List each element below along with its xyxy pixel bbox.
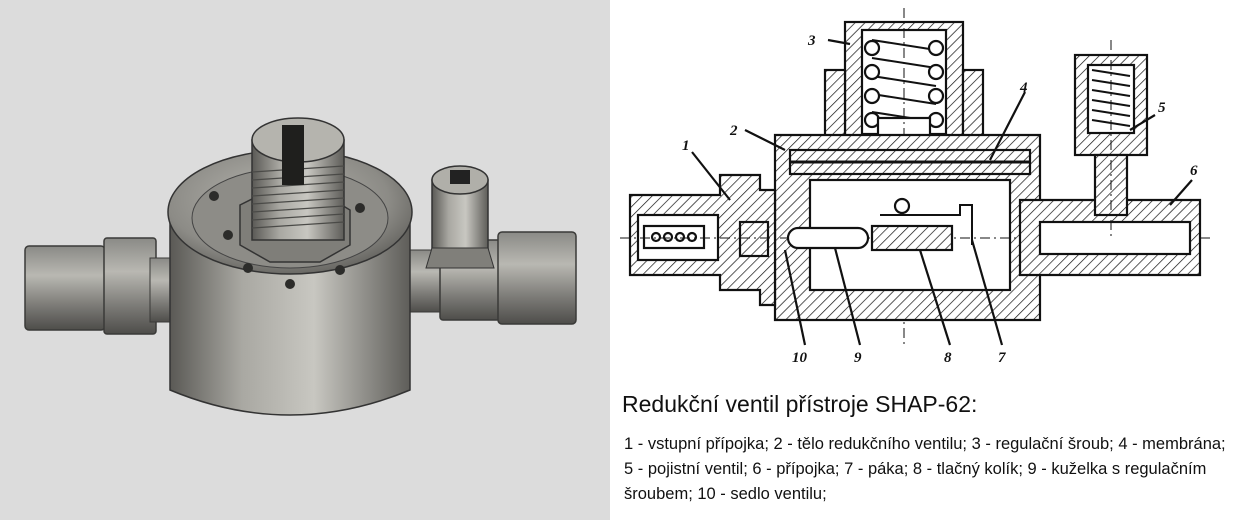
- valve-photo-drawing: [24, 117, 577, 416]
- callout-2: 2: [729, 123, 738, 139]
- callout-6: 6: [1190, 163, 1198, 179]
- caption-title: Redukční ventil přístroje SHAP-62:: [622, 391, 978, 417]
- valve-photo: [0, 0, 610, 520]
- callout-5: 5: [1158, 100, 1166, 116]
- caption-legend: 1 - vstupní přípojka; 2 - tělo redukčníh…: [624, 435, 1226, 503]
- callout-7: 7: [998, 350, 1006, 366]
- callout-10: 10: [792, 350, 808, 366]
- callout-1: 1: [682, 138, 690, 154]
- callout-9: 9: [854, 350, 862, 366]
- callout-4: 4: [1019, 80, 1028, 96]
- callout-3: 3: [807, 33, 816, 49]
- callout-8: 8: [944, 350, 952, 366]
- valve-section-diagram: 3 2 4 5 6 1 10 9 8 7: [610, 0, 1240, 520]
- valve-section-drawing: 3 2 4 5 6 1 10 9 8 7: [620, 8, 1210, 366]
